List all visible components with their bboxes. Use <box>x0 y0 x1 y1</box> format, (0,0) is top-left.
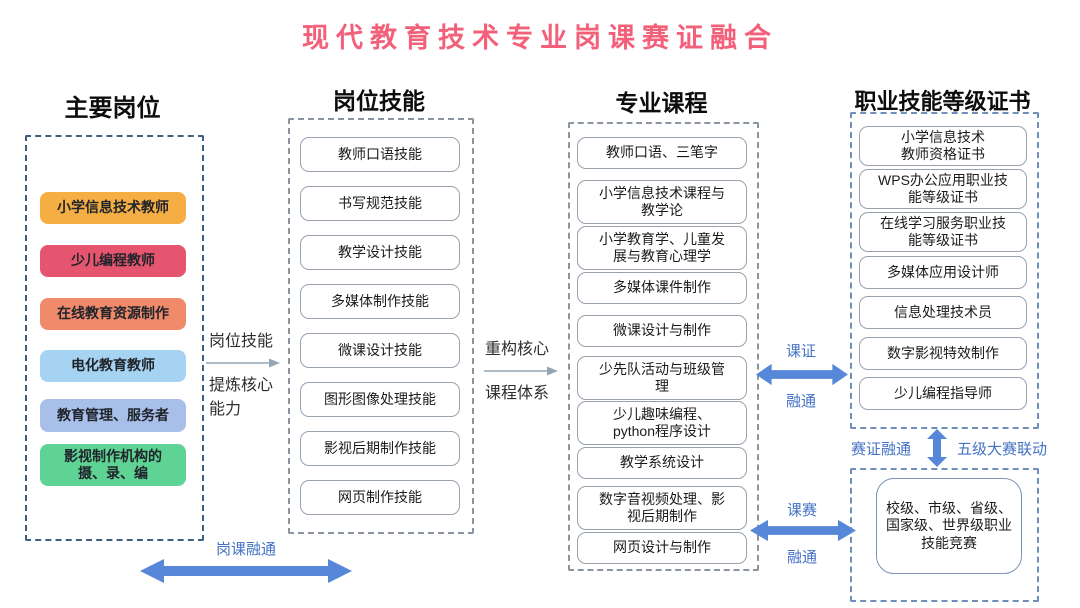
column-header-positions: 主要岗位 <box>64 95 161 122</box>
course-box: 网页设计与制作 <box>577 532 747 564</box>
course-box: 多媒体课件制作 <box>577 272 747 304</box>
skill-box: 多媒体制作技能 <box>300 284 460 319</box>
certificate-box: 信息处理技术员 <box>859 296 1027 329</box>
course-box: 小学教育学、儿童发 展与教育心理学 <box>577 226 747 270</box>
competition-box: 校级、市级、省级、 国家级、世界级职业 技能竞赛 <box>876 478 1022 574</box>
skill-box: 教师口语技能 <box>300 137 460 172</box>
connector-extract-top: 岗位技能 <box>209 333 274 350</box>
course-box: 小学信息技术课程与 教学论 <box>577 180 747 224</box>
skill-box: 书写规范技能 <box>300 186 460 221</box>
connector-five-level-label: 五级大赛联动 <box>957 441 1048 458</box>
competition-group-border <box>850 468 1039 602</box>
connector-course-cert-top: 课证 <box>785 343 816 360</box>
certificate-box: WPS办公应用职业技 能等级证书 <box>859 169 1027 209</box>
positions-group-border <box>25 135 204 541</box>
connector-rebuild-bottom: 课程体系 <box>485 385 550 402</box>
double-arrow-horizontal-icon <box>750 519 856 542</box>
skill-box: 网页制作技能 <box>300 480 460 515</box>
skill-box: 影视后期制作技能 <box>300 431 460 466</box>
certificate-box: 在线学习服务职业技 能等级证书 <box>859 212 1027 252</box>
course-box: 数字音视频处理、影 视后期制作 <box>577 486 747 530</box>
double-arrow-horizontal-icon <box>140 559 352 583</box>
course-box: 教学系统设计 <box>577 447 747 479</box>
certificate-box: 数字影视特效制作 <box>859 337 1027 370</box>
course-box: 教师口语、三笔字 <box>577 137 747 169</box>
course-box: 微课设计与制作 <box>577 315 747 347</box>
connector-rebuild-top: 重构核心 <box>485 341 550 358</box>
double-arrow-horizontal-icon <box>756 363 848 386</box>
column-header-certificates: 职业技能等级证书 <box>854 89 1031 114</box>
certificates-group-border <box>850 112 1039 429</box>
position-box: 少儿编程教师 <box>40 245 186 277</box>
certificate-box: 少儿编程指导师 <box>859 377 1027 410</box>
position-box: 电化教育教师 <box>40 350 186 382</box>
connector-course-competition-top: 课赛 <box>786 502 817 519</box>
column-header-courses: 专业课程 <box>615 90 708 116</box>
position-box: 影视制作机构的 摄、录、编 <box>40 444 186 486</box>
connector-post-course-label: 岗课融通 <box>215 541 276 558</box>
position-box: 教育管理、服务者 <box>40 399 186 432</box>
certificate-box: 多媒体应用设计师 <box>859 256 1027 289</box>
certificate-box: 小学信息技术 教师资格证书 <box>859 126 1027 166</box>
column-header-skills: 岗位技能 <box>333 88 425 114</box>
courses-group-border <box>568 122 759 571</box>
arrow-right-icon <box>206 358 280 368</box>
connector-competition-cert-label: 赛证融通 <box>851 441 912 458</box>
course-box: 少先队活动与班级管 理 <box>577 356 747 400</box>
position-box: 在线教育资源制作 <box>40 298 186 330</box>
connector-course-cert-bottom: 融通 <box>785 393 816 410</box>
skill-box: 微课设计技能 <box>300 333 460 368</box>
position-box: 小学信息技术教师 <box>40 192 186 224</box>
skills-group-border <box>288 118 474 534</box>
course-box: 少儿趣味编程、 python程序设计 <box>577 401 747 445</box>
skill-box: 教学设计技能 <box>300 235 460 270</box>
skill-box: 图形图像处理技能 <box>300 382 460 417</box>
double-arrow-vertical-icon <box>927 429 947 467</box>
connector-course-competition-bottom: 融通 <box>786 549 817 566</box>
arrow-right-icon <box>484 366 558 376</box>
connector-extract-bottom: 提炼核心 能力 <box>209 377 274 418</box>
page-title: 现代教育技术专业岗课赛证融合 <box>302 23 778 53</box>
